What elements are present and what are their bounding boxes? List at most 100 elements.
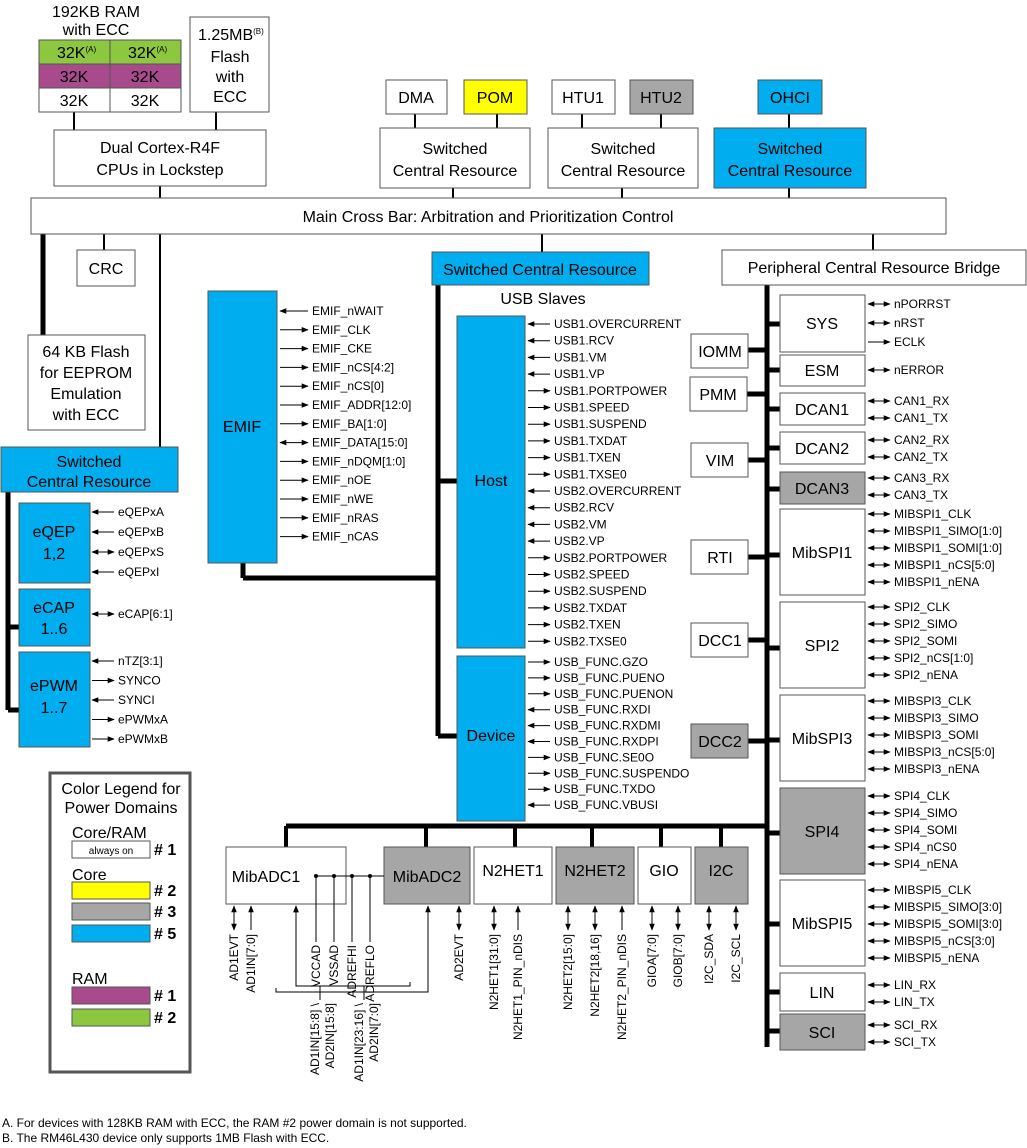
signal-label: ECLK	[894, 335, 925, 349]
signal-label: MIBSPI5_SOMI[3:0]	[894, 917, 1002, 931]
signal-label: EMIF_nDQM[1:0]	[312, 454, 405, 468]
svg-text:Main Cross Bar: Arbitration an: Main Cross Bar: Arbitration and Prioriti…	[303, 209, 674, 226]
signal-label: AD1IN[15:8] \	[308, 1002, 322, 1075]
signal-label: AD1IN[7:0]	[244, 934, 258, 993]
svg-text:64 KB Flash: 64 KB Flash	[42, 344, 129, 361]
signal-label: CAN1_TX	[894, 411, 948, 425]
signal-label: USB_FUNC.SE0O	[554, 750, 654, 764]
signal-label: USB1.SUSPEND	[554, 417, 647, 431]
signal-label: MIBSPI1_nENA	[894, 575, 979, 589]
flash-line4: ECC	[213, 89, 247, 106]
svg-text:# 1: # 1	[154, 842, 176, 859]
legend-swatch-blue	[71, 924, 151, 943]
signal-label: SCI_RX	[894, 1018, 937, 1032]
usb-device-block: Device USB_FUNC.GZOUSB_FUNC.PUENOUSB_FUN…	[456, 655, 689, 822]
ram-cell-3	[38, 63, 111, 89]
vim-block: VIM	[690, 442, 749, 478]
signal-label: MIBSPI1_nCS[5:0]	[894, 558, 995, 572]
signal-label: SPI4_nENA	[894, 857, 958, 871]
svg-text:Core/RAM: Core/RAM	[72, 825, 147, 842]
signal-label: N2HET1_PIN_nDIS	[511, 934, 525, 1040]
svg-text:Switched: Switched	[423, 141, 488, 158]
svg-text:Emulation: Emulation	[50, 386, 121, 403]
svg-text:for EEPROM: for EEPROM	[40, 365, 132, 382]
signal-label: I2C_SDA	[702, 934, 716, 984]
svg-text:# 1: # 1	[154, 988, 176, 1005]
svg-text:eQEP: eQEP	[33, 524, 76, 541]
signal-label: USB1.SPEED	[554, 401, 630, 415]
signal-label: AD2IN[7:0]	[367, 1003, 381, 1062]
svg-text:DCAN1: DCAN1	[795, 402, 849, 419]
signal-label: USB1.TXDAT	[554, 434, 628, 448]
signal-label: MIBSPI1_SOMI[1:0]	[894, 541, 1002, 555]
signal-label: USB2.VM	[554, 517, 607, 531]
signal-label: USB1.PORTPOWER	[554, 384, 667, 398]
ram-title-line2: with ECC	[62, 22, 130, 39]
ram-cell-5	[38, 87, 111, 113]
svg-text:IOMM: IOMM	[698, 344, 742, 361]
signal-label: eQEPxA	[118, 505, 164, 519]
signal-label: USB_FUNC.PUENO	[554, 671, 665, 685]
signal-label: MIBSPI5_CLK	[894, 883, 971, 897]
signal-label: USB_FUNC.RXDPI	[554, 735, 659, 749]
signal-label: VSSAD	[327, 945, 341, 986]
scr-block-2: Switched Central Resource	[547, 127, 699, 189]
legend-swatch-yellow	[71, 881, 151, 900]
ecap-block: eCAP 1..6 eCAP[6:1]	[18, 588, 173, 647]
svg-text:RTI: RTI	[707, 550, 732, 567]
svg-text:SPI4: SPI4	[805, 824, 840, 841]
signal-label: SPI4_nCS0	[894, 840, 957, 854]
signal-label: EMIF_CLK	[312, 323, 371, 337]
svg-text:Central Resource: Central Resource	[393, 163, 518, 180]
signal-label: CAN2_TX	[894, 450, 948, 464]
svg-text:HTU1: HTU1	[562, 90, 604, 107]
legend-swatch-purple	[71, 986, 151, 1005]
svg-text:Switched Central Resource: Switched Central Resource	[443, 262, 637, 279]
power-domain-legend: Color Legend for Power Domains Core/RAM …	[48, 771, 192, 1074]
signal-label: SPI2_nENA	[894, 668, 958, 682]
signal-label: EMIF_nCS[4:2]	[312, 360, 394, 374]
sci-block: SCI SCI_RX SCI_TX	[779, 1013, 937, 1051]
signal-label: CAN2_RX	[894, 433, 949, 447]
rti-block: RTI	[690, 539, 749, 575]
signal-label: USB2.SPEED	[554, 568, 630, 582]
ram-cell-3-label: 32K	[60, 69, 89, 86]
signal-label: ePWMxB	[118, 732, 168, 746]
signal-label: USB_FUNC.RXDI	[554, 703, 651, 717]
signal-label: CAN3_TX	[894, 488, 948, 502]
footnote-b: B. The RM46L430 device only supports 1MB…	[2, 1131, 329, 1145]
flash-line2: Flash	[210, 49, 249, 66]
n2het1-block: N2HET1	[473, 846, 553, 905]
svg-text:DCAN3: DCAN3	[795, 481, 849, 498]
pmm-block: PMM	[689, 376, 748, 412]
svg-text:SCI: SCI	[809, 1025, 836, 1042]
signal-label: SYNCI	[118, 693, 155, 707]
mibspi3-block: MibSPI3 MIBSPI3_CLKMIBSPI3_SIMOMIBSPI3_S…	[779, 694, 995, 782]
mibspi5-block: MibSPI5 MIBSPI5_CLKMIBSPI5_SIMO[3:0]MIBS…	[779, 879, 1002, 967]
svg-text:Central Resource: Central Resource	[728, 163, 853, 180]
footnote-a: A. For devices with 128KB RAM with ECC, …	[2, 1116, 467, 1130]
signal-label: SCI_TX	[894, 1035, 936, 1049]
scr-block-3: Switched Central Resource	[713, 127, 867, 189]
signal-label: EMIF_nCS[0]	[312, 379, 384, 393]
signal-label: USB1.RCV	[554, 334, 614, 348]
mibspi1-block: MibSPI1 MIBSPI1_CLKMIBSPI1_SIMO[1:0]MIBS…	[779, 507, 1002, 596]
scr-block-1: Switched Central Resource	[379, 127, 531, 189]
signal-label: EMIF_ADDR[12:0]	[312, 398, 411, 412]
signal-label: MIBSPI3_SIMO	[894, 711, 979, 725]
dcc2-block: DCC2	[690, 723, 749, 759]
svg-text:# 3: # 3	[154, 904, 176, 921]
flash-line3: with	[215, 69, 244, 86]
ram-cell-6	[109, 87, 182, 113]
spi2-block: SPI2 SPI2_CLKSPI2_SIMOSPI2_SOMISPI2_nCS[…	[779, 600, 973, 689]
svg-text:MibADC2: MibADC2	[393, 869, 462, 886]
pcr-bridge-block: Peripheral Central Resource Bridge	[721, 249, 1027, 286]
signal-label: USB_FUNC.VBUSI	[554, 798, 658, 812]
signal-label: EMIF_nWAIT	[312, 304, 384, 318]
signal-label: VCCAD	[309, 945, 323, 987]
svg-text:MibSPI1: MibSPI1	[792, 545, 853, 562]
